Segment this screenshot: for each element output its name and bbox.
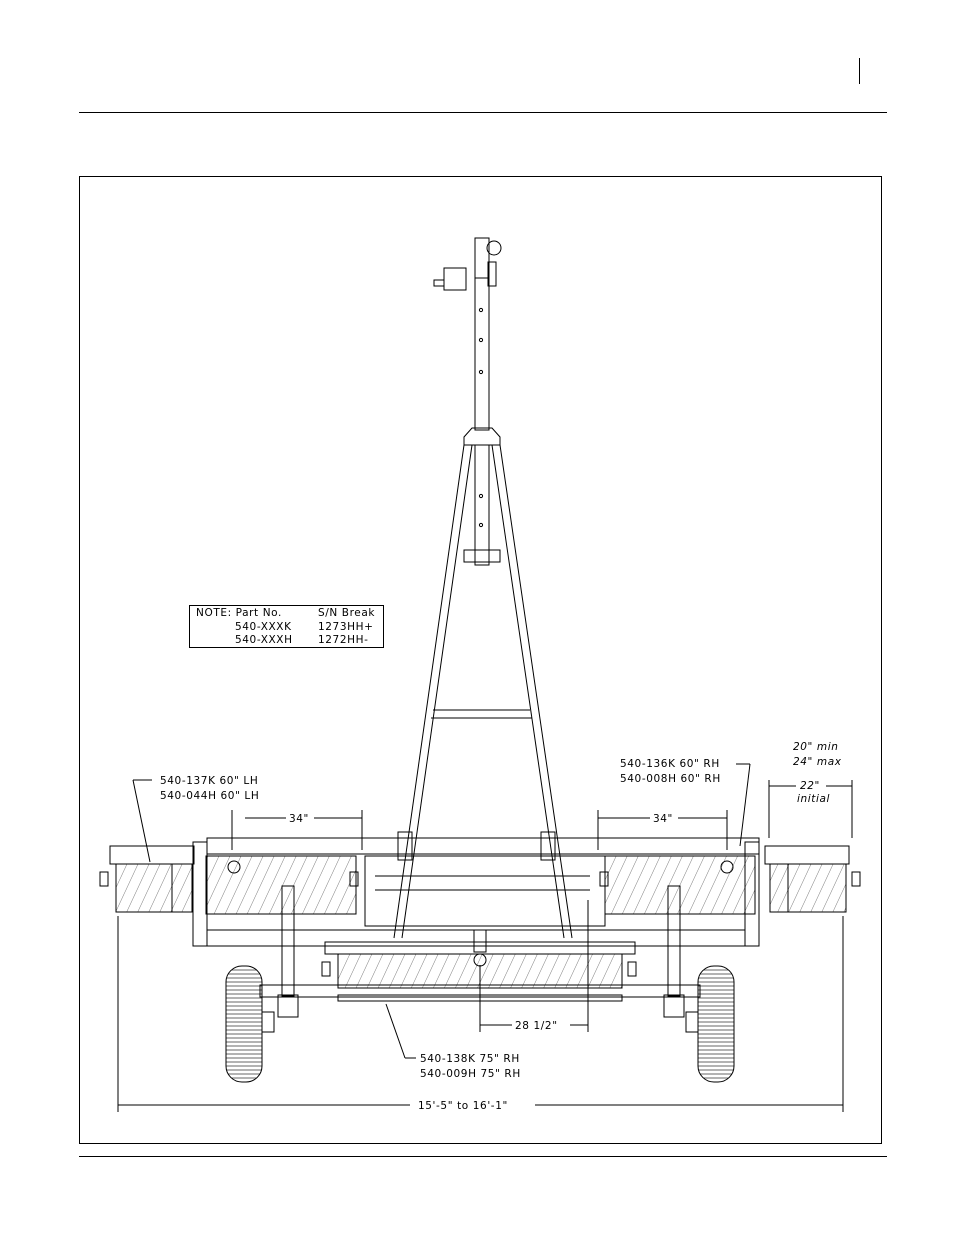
callout-center-leader (386, 1004, 416, 1058)
callout-center-h: 540-009H 75" RH (420, 1068, 521, 1080)
dimension-right-34-label: 34" (653, 813, 673, 825)
left-wing-reel (100, 846, 358, 914)
dimension-center-offset-label: 28 1/2" (515, 1020, 558, 1032)
dimension-left-34-label: 34" (289, 813, 309, 825)
dimension-overall-width-label: 15'-5" to 16'-1" (418, 1100, 508, 1112)
hitch-tongue (434, 238, 501, 565)
right-wing-reel (600, 846, 860, 914)
a-frame (394, 445, 572, 938)
callout-right-leader (736, 764, 750, 846)
callout-left-k: 540-137K 60" LH (160, 775, 258, 787)
gap-min-label: 20" min (793, 741, 839, 753)
callout-center-k: 540-138K 75" RH (420, 1053, 520, 1065)
gap-initial-label: initial (797, 793, 830, 805)
gap-max-label: 24" max (793, 756, 842, 768)
callout-right-k: 540-136K 60" RH (620, 758, 720, 770)
wheel-right (686, 966, 734, 1082)
gap-initial-value: 22" (800, 780, 820, 792)
wheel-left (226, 966, 274, 1082)
center-reel (322, 930, 636, 1001)
callout-left-h: 540-044H 60" LH (160, 790, 259, 802)
callout-right-h: 540-008H 60" RH (620, 773, 721, 785)
callout-left-leader (133, 780, 152, 862)
